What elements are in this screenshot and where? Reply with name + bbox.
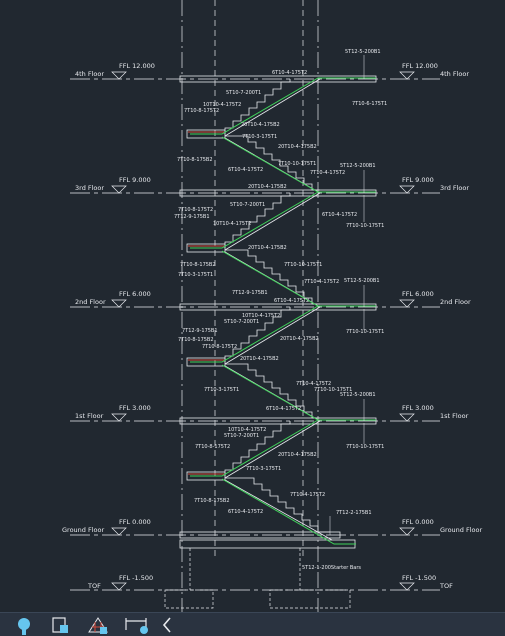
level-lines [70, 78, 440, 591]
dimension-tool-icon[interactable] [124, 615, 150, 635]
rebar-label: 7T10-4-175T2 [296, 381, 331, 387]
rebar-label: 7T10-3-175T1 [242, 134, 277, 140]
level-ffl-left: FFL 9.000 [119, 176, 151, 184]
collapse-chevron-icon[interactable] [160, 615, 174, 635]
rebar-label: 20T10-4-175B2 [241, 122, 280, 128]
leader-lines [329, 55, 365, 535]
level-floor-right: 1st Floor [440, 412, 469, 420]
rebar-label: 5T12-5-200B1 [340, 392, 376, 398]
level-ffl-right: FFL -1.500 [402, 574, 436, 582]
grid-tool-icon[interactable] [86, 615, 110, 635]
rebar-label: 5T10-7-200T1 [224, 319, 259, 325]
staircase-section-drawing: FFL 12.000 4th Floor FFL 12.000 4th Floo… [62, 0, 482, 612]
rebar-label: 20T10-4-175B2 [280, 336, 319, 342]
rebar-label: 6T10-4-175T2 [322, 212, 357, 218]
level-floor-right: 4th Floor [440, 70, 469, 78]
rebar-label: 5T12-5-200B1 [345, 49, 381, 55]
rebar-label: 7T10-3-175T1 [204, 387, 239, 393]
rebar-label: 7T12-9-175B1 [232, 290, 268, 296]
bottom-toolbar [0, 612, 505, 636]
rebar-label: 5T10-7-200T1 [226, 90, 261, 96]
rebar-label: 5T12-5-200B1 [340, 163, 376, 169]
rebar-label: 6T10-4-175T2 [228, 167, 263, 173]
level-floor-left: 4th Floor [75, 70, 104, 78]
rebar-label: 10T10-4-175T2 [228, 427, 266, 433]
level-floor-right: Ground Floor [440, 526, 482, 534]
rebar-label: 10T10-4-175T2 [242, 313, 280, 319]
rebar-label: 7T10-3-175T1 [178, 272, 213, 278]
level-ffl-left: FFL 0.000 [119, 518, 151, 526]
rebar-red-marks [188, 131, 224, 475]
level-ffl-right: FFL 6.000 [402, 290, 434, 298]
rebar-label: 7T10-6-175T1 [352, 101, 387, 107]
rebar-label: 7T10-8-175B2 [180, 262, 216, 268]
rebar-label: 7T10-4-175T2 [304, 279, 339, 285]
rebar-lines [190, 77, 376, 545]
rebar-label: 7T10-10-175T1 [284, 262, 322, 268]
rebar-label: 7T10-10-175T1 [346, 329, 384, 335]
level-floor-right: 2nd Floor [440, 298, 471, 306]
rebar-label: 7T10-10-175T1 [346, 444, 384, 450]
level-floor-left: 2nd Floor [75, 298, 106, 306]
drawing-canvas[interactable]: FFL 12.000 4th Floor FFL 12.000 4th Floo… [0, 0, 505, 612]
level-floor-left: Ground Floor [62, 526, 104, 534]
level-floor-left: 3rd Floor [75, 184, 104, 192]
level-ffl-left: FFL -1.500 [119, 574, 153, 582]
rebar-label: 7T12-9-175B1 [174, 214, 210, 220]
rebar-label: 5T10-7-200T1 [230, 202, 265, 208]
rebar-label: 5T10-7-200T1 [224, 433, 259, 439]
rebar-label: 6T10-4-175T2 [266, 406, 301, 412]
rebar-label: 7T10-10-175T1 [278, 161, 316, 167]
rebar-label: 5T12-1-200Starter Bars [302, 565, 361, 571]
rebar-label: 5T12-5-200B1 [344, 278, 380, 284]
rebar-label: 7T10-8-175T2 [184, 108, 219, 114]
rebar-label: 20T10-4-175B2 [278, 144, 317, 150]
rebar-label: 7T12-2-175B1 [336, 510, 372, 516]
rebar-label: 10T10-4-175T2 [203, 102, 241, 108]
rebar-label: 6T10-4-175T2 [228, 509, 263, 515]
rebar-label: 7T12-9-175B1 [182, 328, 218, 334]
level-ffl-right: FFL 12.000 [402, 62, 438, 70]
drawing-tool-icon[interactable] [14, 615, 34, 635]
rebar-label: 7T10-8-175T2 [202, 344, 237, 350]
rebar-label: 7T10-8-175B2 [177, 157, 213, 163]
rebar-label: 20T10-4-175B2 [248, 245, 287, 251]
rebar-label: 20T10-4-175B2 [240, 356, 279, 362]
foundation [164, 548, 351, 609]
layout-tool-icon[interactable] [50, 615, 70, 635]
level-ffl-right: FFL 3.000 [402, 404, 434, 412]
level-floor-left: TOF [87, 582, 101, 590]
rebar-label: 7T10-8-175T2 [195, 444, 230, 450]
level-ffl-left: FFL 3.000 [119, 404, 151, 412]
rebar-label: 6T10-4-175T2 [274, 298, 309, 304]
level-markers [111, 71, 415, 591]
rebar-label: 7T10-8-175B2 [194, 498, 230, 504]
rebar-label: 7T10-4-175T2 [310, 170, 345, 176]
rebar-label: 20T10-4-175B2 [278, 452, 317, 458]
level-ffl-right: FFL 9.000 [402, 176, 434, 184]
rebar-label: 7T10-3-175T1 [246, 466, 281, 472]
rebar-label: 7T10-10-175T1 [346, 223, 384, 229]
rebar-label: 7T10-4-175T2 [290, 492, 325, 498]
level-floor-right: 3rd Floor [440, 184, 469, 192]
rebar-label: 10T10-4-175T2 [213, 221, 251, 227]
level-ffl-left: FFL 12.000 [119, 62, 155, 70]
level-ffl-left: FFL 6.000 [119, 290, 151, 298]
level-ffl-right: FFL 0.000 [402, 518, 434, 526]
rebar-label: 6T10-4-175T2 [272, 70, 307, 76]
rebar-label: 7T10-10-175T1 [314, 387, 352, 393]
level-floor-left: 1st Floor [75, 412, 104, 420]
rebar-label: 20T10-4-175B2 [248, 184, 287, 190]
level-floor-right: TOF [439, 582, 453, 590]
floor-slabs [179, 75, 377, 549]
rebar-label: 7T10-8-175T2 [178, 207, 213, 213]
rebar-label: 7T10-8-175B2 [178, 337, 214, 343]
